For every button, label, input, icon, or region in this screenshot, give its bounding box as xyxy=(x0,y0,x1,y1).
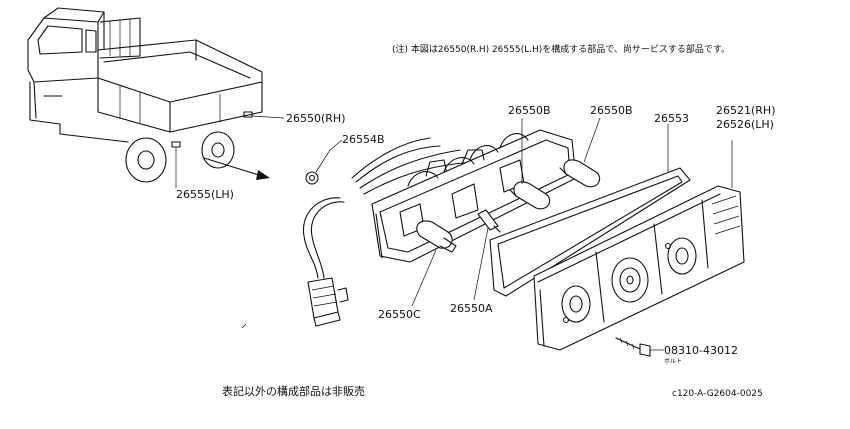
lens-26521-26526 xyxy=(533,185,745,351)
wire-harness xyxy=(302,137,475,327)
diagram-code: c120-A-G2604-0025 xyxy=(672,389,763,399)
label-26521rh: 26521(RH) xyxy=(716,104,776,117)
label-26550a: 26550A xyxy=(450,302,493,315)
explode-arrow xyxy=(203,157,270,180)
label-26550rh: 26550(RH) xyxy=(286,112,346,125)
bulb-26550b-right xyxy=(559,159,601,188)
bulb-26550b-left xyxy=(509,181,551,210)
label-bolt-name: ボルト xyxy=(664,357,682,365)
label-bolt-number: 08310-43012 xyxy=(664,344,738,357)
leader-26550a xyxy=(473,227,489,301)
gasket-26553 xyxy=(489,167,691,297)
label-26550c: 26550C xyxy=(378,308,421,321)
grommet-26554b xyxy=(305,171,319,185)
bolt-08310-43012 xyxy=(615,337,651,357)
leader-26550b-2 xyxy=(583,117,601,163)
label-26526lh: 26526(LH) xyxy=(716,118,774,131)
bulb-26550c xyxy=(416,220,457,253)
leader-26550c xyxy=(411,249,437,307)
label-26553: 26553 xyxy=(654,112,689,125)
label-26550b-1: 26550B xyxy=(508,104,551,117)
label-26554b: 26554B xyxy=(342,133,385,146)
leader-26550rh xyxy=(251,115,285,119)
bulb-26550a xyxy=(477,209,501,233)
leader-26554b xyxy=(315,139,343,173)
header-note: (注) 本図は26550(R.H) 26555(L.H)を構成する部品で、尚サー… xyxy=(392,43,730,55)
label-26550b-2: 26550B xyxy=(590,104,633,117)
stray-mark xyxy=(241,323,247,329)
label-26555lh: 26555(LH) xyxy=(176,188,234,201)
footer-note: 表記以外の構成部品は非販売 xyxy=(222,384,365,398)
truck-illustration xyxy=(27,7,263,183)
